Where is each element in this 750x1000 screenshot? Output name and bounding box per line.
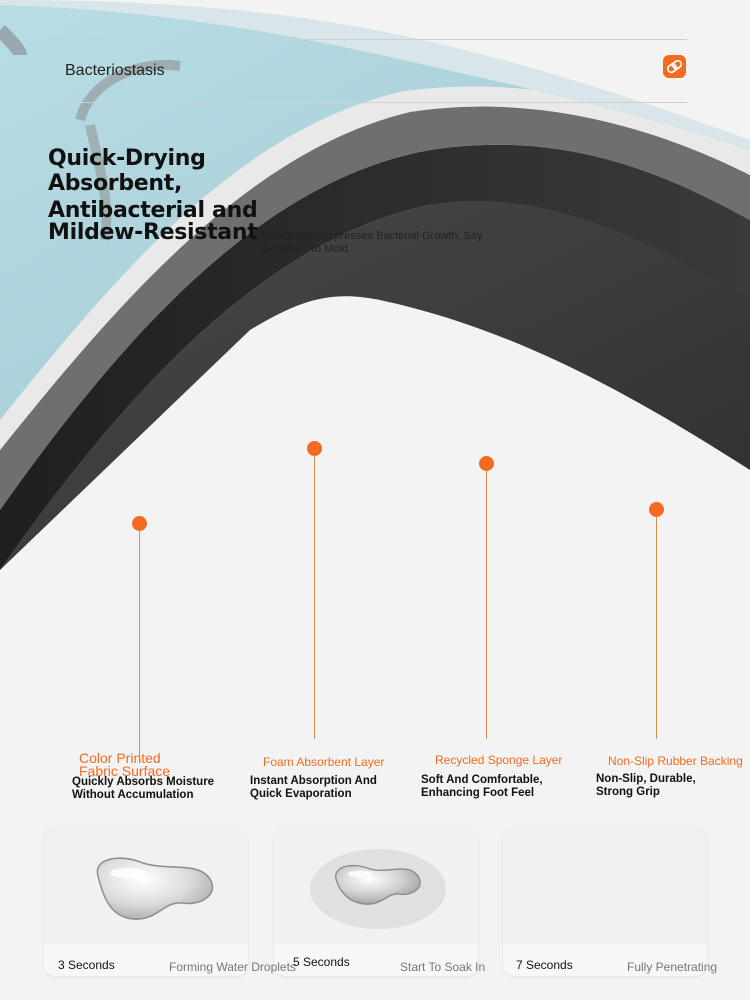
callout-line [656, 517, 657, 739]
callout-dot [132, 516, 147, 531]
absorption-card [44, 826, 248, 976]
callout-line [486, 471, 487, 739]
water-droplet-icon [310, 849, 446, 929]
callout-dot [479, 456, 494, 471]
headline: Quick-Drying Absorbent, Antibacterial an… [48, 146, 258, 245]
card-footer [44, 944, 248, 976]
layer-description: Soft And Comfortable, Enhancing Foot Fee… [421, 774, 543, 799]
headline-line: Mildew-Resistant [48, 220, 258, 245]
layer-description: Non-Slip, Durable, Strong Grip [596, 773, 696, 798]
headline-line: Quick-Drying [48, 146, 206, 171]
water-droplet-icon [96, 857, 214, 920]
test-time: 5 Seconds [293, 955, 350, 969]
test-state: Fully Penetrating [627, 960, 718, 974]
layer-title: Color Printed Fabric Surface [79, 750, 171, 779]
headline-subtext: Effectively Suppresses Bacterial Growth,… [262, 230, 483, 255]
absorption-card [274, 826, 478, 976]
callout-dot [307, 441, 322, 456]
feature-label: Bacteriostasis [65, 62, 165, 79]
callout-line [139, 531, 140, 756]
card-footer [503, 944, 707, 976]
header-divider [48, 102, 687, 103]
top-divider [48, 39, 687, 40]
bandage-icon [663, 55, 686, 78]
mat-cross-section-illustration [0, 0, 750, 571]
layer-title: Non-Slip Rubber Backing [608, 754, 743, 768]
headline-line: Absorbent, [48, 171, 183, 196]
absorption-card [503, 826, 707, 976]
layer-description: Instant Absorption And Quick Evaporation [250, 775, 377, 800]
card-footer [274, 944, 478, 976]
callout-dot [649, 502, 664, 517]
test-state: Start To Soak In [400, 960, 486, 974]
test-time: 7 Seconds [516, 958, 573, 972]
layer-title: Foam Absorbent Layer [263, 755, 385, 769]
layer-title: Recycled Sponge Layer [435, 753, 563, 767]
headline-line: Antibacterial and [48, 198, 258, 223]
test-time: 3 Seconds [58, 958, 115, 972]
test-state: Forming Water Droplets [169, 960, 296, 974]
fabric-swatch [503, 826, 707, 944]
callout-line [314, 456, 315, 739]
layer-description: Quickly Absorbs Moisture Without Accumul… [72, 776, 215, 801]
